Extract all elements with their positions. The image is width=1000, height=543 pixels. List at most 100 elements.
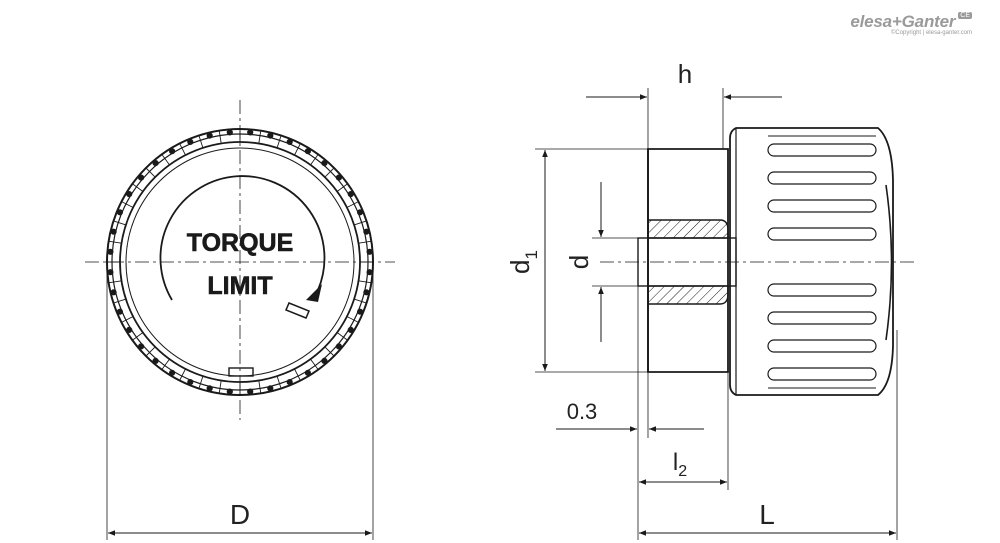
knurl-scallop: [126, 326, 133, 333]
rim-circle: [119, 141, 361, 383]
dimension-D: [106, 262, 374, 540]
dimension-h: [586, 88, 782, 149]
knurl-scallop: [169, 148, 176, 155]
knurl-tick: [324, 167, 335, 178]
knurl-scallop: [335, 343, 342, 350]
insert-section-top: [647, 219, 729, 239]
knurl-tick: [145, 346, 156, 357]
knurl-tick: [310, 154, 319, 166]
knurl-ticks: [107, 129, 373, 395]
knurl-tick: [121, 201, 134, 208]
knurl-tick: [179, 143, 186, 156]
hub-body: [647, 148, 729, 373]
knurl-tick: [294, 368, 301, 381]
cap-dome: [885, 184, 893, 341]
cap-rib: [767, 199, 877, 213]
rotation-arc: [159, 175, 326, 301]
knurl-scallop: [267, 132, 274, 139]
torque-label: TORQUE: [187, 229, 294, 257]
front-view: [85, 100, 395, 420]
rotation-arrowhead: [306, 284, 322, 302]
knurl-scallop: [152, 160, 159, 167]
knurl-scallop: [247, 388, 254, 395]
cap-rib: [767, 339, 877, 353]
knurl-tick: [258, 130, 262, 144]
brand-copyright: ©Copyright | elesa-ganter.com: [890, 30, 972, 36]
knurl-scallop: [187, 379, 194, 386]
knurl-tick: [179, 368, 186, 381]
knurl-scallop: [138, 174, 145, 181]
cap-rib: [767, 227, 877, 241]
dimension-L: [637, 330, 898, 540]
knurl-tick: [324, 346, 335, 357]
label-d1-sub: 1: [522, 250, 541, 259]
bore: [637, 237, 737, 287]
bottom-notch: [228, 367, 254, 377]
marker-tab: [285, 302, 310, 319]
knurl-tick: [346, 316, 359, 323]
knurl-scallop: [304, 369, 311, 376]
dimension-offset: [556, 286, 704, 438]
knurl-scallop: [363, 289, 370, 296]
knurl-scallop: [126, 191, 133, 198]
knurl-scallop: [304, 148, 311, 155]
cap-body: [729, 127, 894, 396]
knurl-tick: [113, 220, 127, 226]
knurl-tick: [132, 332, 144, 341]
cap-rib: [767, 143, 877, 157]
knurl-scallop: [116, 308, 124, 315]
knurl-scallop: [335, 174, 342, 181]
knurl-tick: [198, 135, 204, 149]
cap-rib: [767, 171, 877, 185]
knurl-scallop: [226, 388, 233, 395]
knurl-scallop: [187, 138, 194, 145]
knurl-scallop: [169, 369, 176, 376]
knurl-tick: [113, 298, 127, 304]
side-view: [600, 127, 918, 396]
knurl-tick: [258, 380, 262, 394]
label-D: D: [230, 499, 250, 530]
cap-rib: [767, 283, 877, 297]
knurl-tick: [198, 375, 204, 389]
label-l2-sub: 2: [678, 463, 687, 480]
knurl-tick: [276, 375, 282, 389]
knurl-tick: [108, 240, 122, 244]
label-d: d: [564, 255, 594, 269]
knurl-tick: [358, 240, 372, 244]
ce-badge: CE: [958, 12, 972, 19]
knurl-scallop: [357, 209, 364, 216]
knurl-tick: [218, 130, 222, 144]
label-h: h: [678, 59, 692, 89]
knurl-scallop: [363, 228, 370, 235]
cap-rib: [767, 367, 877, 381]
knurl-tick: [132, 183, 144, 192]
limit-label: LIMIT: [207, 272, 272, 300]
knurl-scallop: [226, 129, 233, 136]
knurl-tick: [294, 143, 301, 156]
knurl-scallop: [286, 379, 293, 386]
label-d1: d1: [505, 250, 541, 274]
knurl-scallop: [267, 385, 274, 392]
label-offset: 0.3: [567, 399, 598, 424]
knurl-scallop: [206, 132, 213, 139]
knurl-scallop: [366, 269, 373, 276]
knurl-tick: [346, 201, 359, 208]
knurl-tick: [218, 380, 222, 394]
knurl-scallop: [366, 248, 373, 255]
knurl-scallop: [110, 289, 117, 296]
knurl-scallop: [286, 138, 293, 145]
knurl-tick: [145, 167, 156, 178]
knurl-scallop: [107, 248, 114, 255]
label-l2: l2: [673, 449, 687, 480]
knurl-scallop: [116, 209, 124, 216]
knurl-tick: [161, 358, 170, 370]
dimension-d1: [535, 148, 648, 373]
knurl-scallop: [347, 191, 354, 198]
knurl-scallop: [206, 385, 213, 392]
knurl-scallop: [357, 308, 364, 315]
knurl-tick: [276, 135, 282, 149]
cap-ribs: [767, 135, 877, 389]
